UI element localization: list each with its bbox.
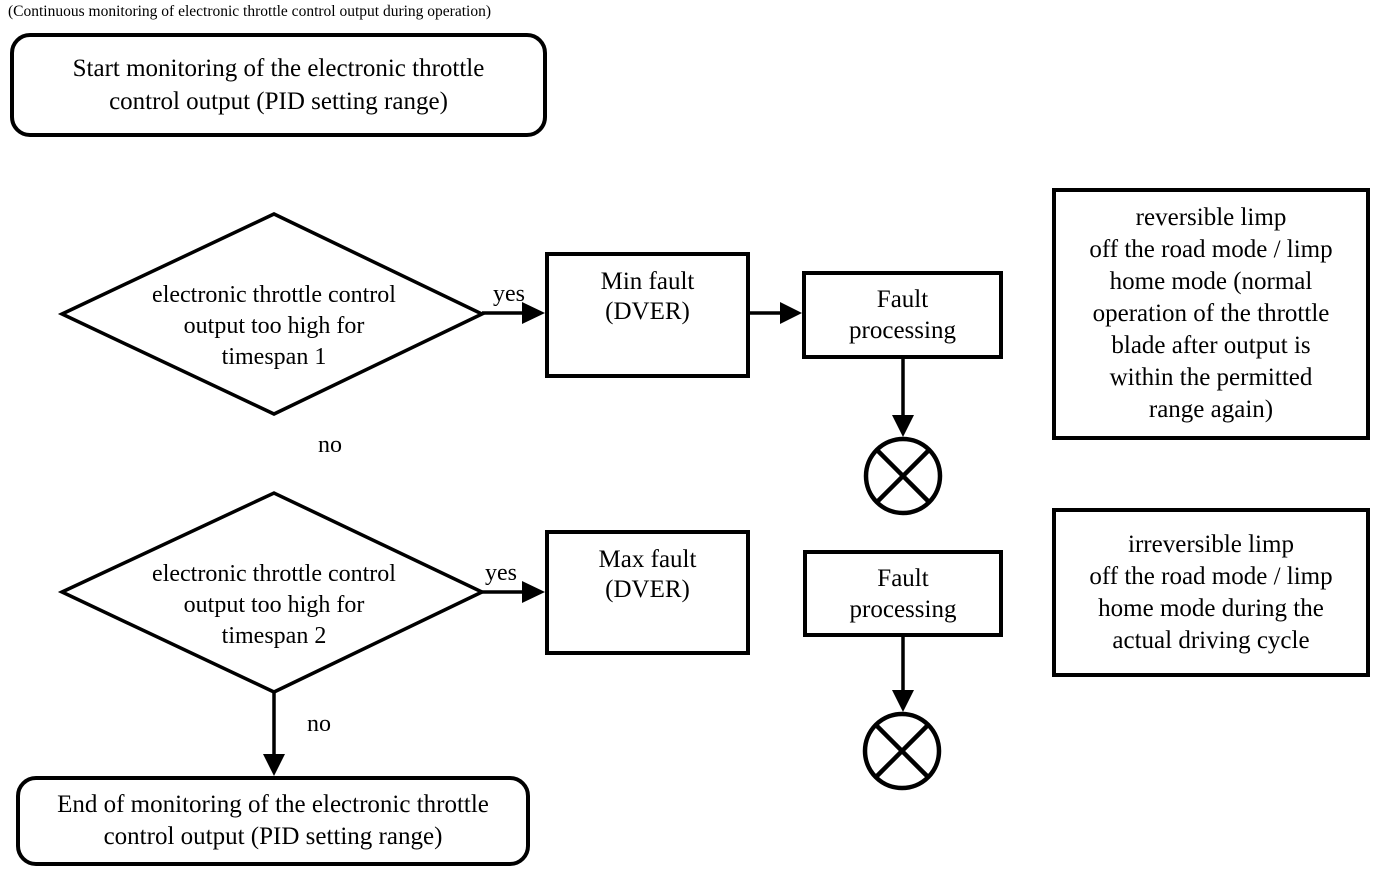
max-fault-text-line: (DVER) [605, 576, 690, 603]
reversible-note-text-line: off the road mode / limp [1089, 236, 1333, 263]
decision1-text-line: output too high for [183, 313, 365, 339]
decision2-text-line: electronic throttle control [152, 561, 396, 587]
fault-terminator2-icon [862, 711, 942, 791]
min-fault-node: Min fault (DVER) [545, 252, 750, 378]
max-fault-node: Max fault (DVER) [545, 530, 750, 655]
reversible-note-text-line: range again) [1148, 396, 1274, 423]
start-node: Start monitoring of the electronic throt… [10, 33, 547, 137]
fault-processing1-node: Fault processing [802, 271, 1003, 359]
fault-processing2-text-line: Fault [877, 564, 929, 592]
irreversible-limp-note: irreversible limp off the road mode / li… [1052, 508, 1370, 677]
fault-processing2-node: Fault processing [803, 550, 1003, 637]
start-node-text-line: control output (PID setting range) [109, 88, 448, 115]
reversible-note-text-line: within the permitted [1109, 364, 1313, 391]
min-fault-text-line: (DVER) [605, 298, 690, 325]
irreversible-note-text-line: actual driving cycle [1112, 626, 1310, 654]
irreversible-note-text-line: off the road mode / limp [1089, 562, 1333, 590]
irreversible-note-text-line: irreversible limp [1128, 530, 1294, 558]
arrow-yes1-head [522, 302, 545, 324]
decision1-label: electronic throttle control output too h… [74, 280, 474, 373]
reversible-note-text-line: reversible limp [1135, 204, 1287, 231]
fault-processing1-text-line: processing [849, 317, 956, 344]
edge-label-yes1: yes [493, 281, 525, 307]
end-node-text-line: control output (PID setting range) [103, 823, 443, 850]
reversible-note-text-line: operation of the throttle [1092, 300, 1330, 327]
edge-label-yes2: yes [485, 560, 517, 586]
arrow-yes2-head [522, 581, 545, 603]
max-fault-text-line: Max fault [598, 546, 697, 573]
end-node-text-line: End of monitoring of the electronic thro… [57, 791, 489, 818]
reversible-limp-note: reversible limp off the road mode / limp… [1052, 188, 1370, 440]
arrow-minfault-to-faultprocessing-head [780, 302, 802, 324]
reversible-note-text-line: blade after output is [1111, 332, 1311, 359]
diagram-caption: (Continuous monitoring of electronic thr… [8, 3, 491, 20]
reversible-note-text-line: home mode (normal [1109, 268, 1313, 295]
min-fault-text-line: Min fault [600, 268, 695, 295]
arrow-faultprocessing1-down-head [892, 415, 914, 437]
decision1-text-line: timespan 1 [221, 344, 327, 370]
arrow-faultprocessing2-down-head [892, 690, 914, 712]
decision2-text-line: output too high for [183, 592, 365, 618]
decision1-text-line: electronic throttle control [152, 282, 396, 308]
arrow-no2-down-head [263, 754, 285, 776]
decision2-label: electronic throttle control output too h… [74, 559, 474, 652]
fault-processing2-text-line: processing [849, 595, 957, 623]
fault-terminator1-icon [863, 436, 943, 516]
decision2-text-line: timespan 2 [221, 623, 327, 649]
start-node-text-line: Start monitoring of the electronic throt… [72, 55, 485, 82]
irreversible-note-text-line: home mode during the [1098, 594, 1324, 622]
edge-label-no1: no [318, 432, 342, 458]
fault-processing1-text-line: Fault [876, 286, 929, 313]
edge-label-no2: no [307, 711, 331, 737]
end-node: End of monitoring of the electronic thro… [16, 776, 530, 866]
